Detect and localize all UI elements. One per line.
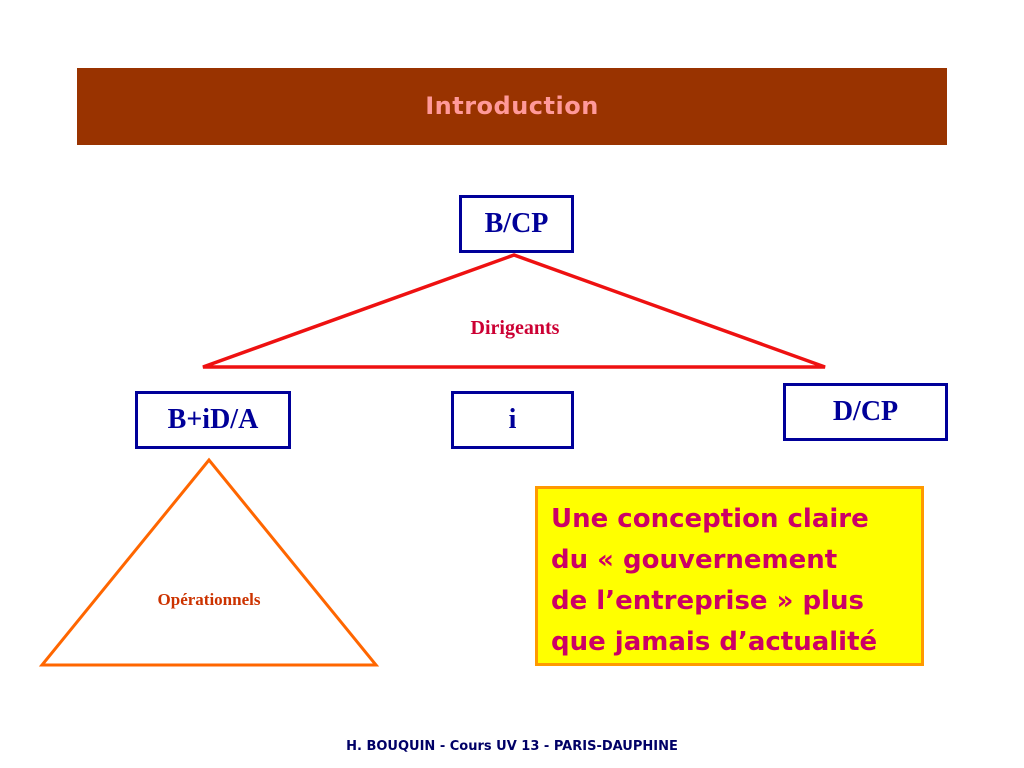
callout-line: du « gouvernement [551, 545, 838, 575]
callout-line: de l’entreprise » plus [551, 586, 864, 616]
title-bar: Introduction [77, 68, 947, 145]
callout-line: que jamais d’actualité [551, 627, 878, 657]
callout-line: Une conception claire [551, 504, 869, 534]
dirigeants-label: Dirigeants [470, 317, 560, 339]
operationnels-triangle [38, 457, 380, 667]
box-b-cp: B/CP [459, 195, 574, 253]
callout-text: Une conception claire du « gouvernement … [551, 499, 911, 663]
box-i: i [451, 391, 574, 449]
box-b-id-a: B+iD/A [135, 391, 291, 449]
dirigeants-triangle [202, 253, 826, 369]
slide-title: Introduction [425, 91, 599, 120]
operationnels-label: Opérationnels [157, 590, 261, 609]
callout-box: Une conception claire du « gouvernement … [535, 486, 924, 666]
slide-footer: H. BOUQUIN - Cours UV 13 - PARIS-DAUPHIN… [346, 739, 678, 754]
box-d-cp: D/CP [783, 383, 948, 441]
